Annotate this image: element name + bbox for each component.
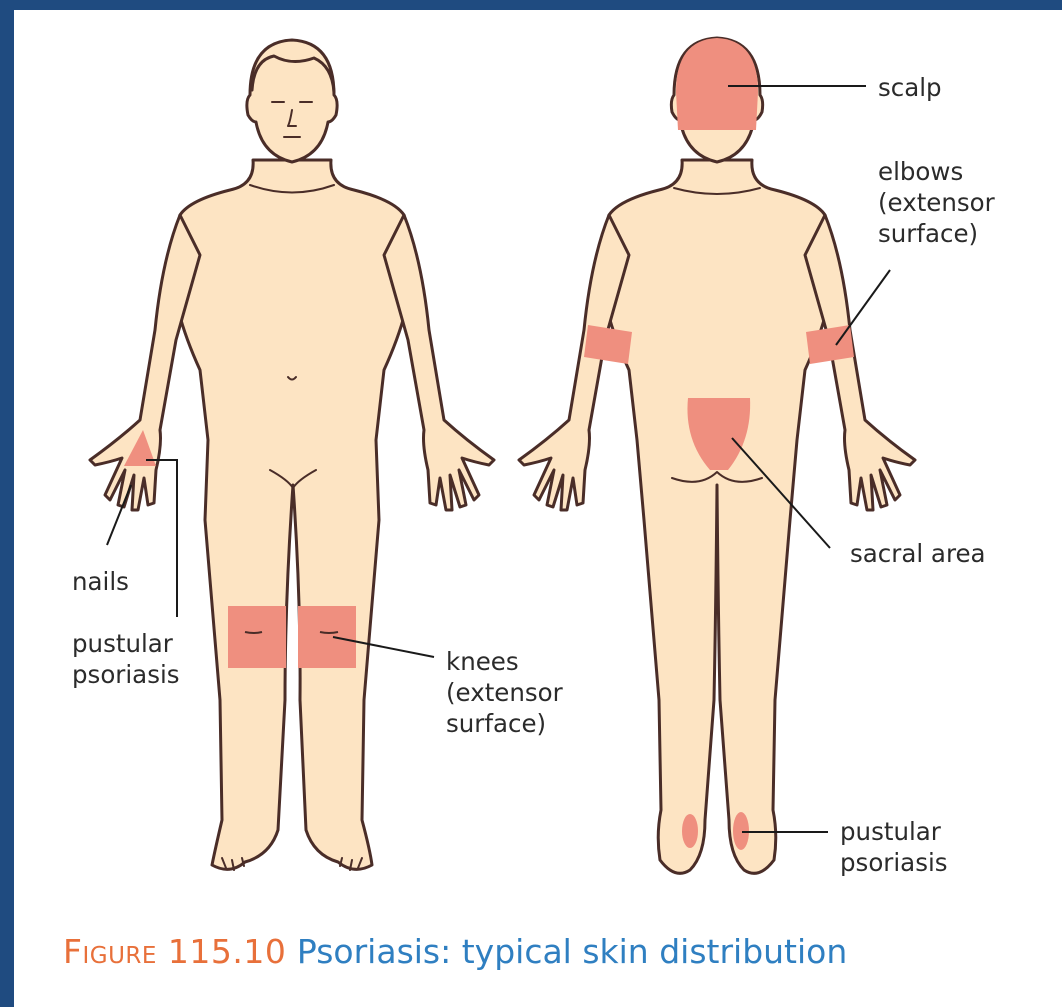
figure-caption: Figure 115.10 Psoriasis: typical skin di… bbox=[63, 932, 847, 972]
lesion-left-heel bbox=[682, 814, 698, 848]
front-head bbox=[247, 40, 337, 162]
label-nails: nails bbox=[72, 566, 129, 597]
back-left-arm bbox=[519, 215, 629, 510]
label-knees: knees (extensor surface) bbox=[446, 646, 563, 739]
lesion-left-knee bbox=[228, 606, 286, 668]
back-right-arm bbox=[805, 215, 915, 510]
label-elbows: elbows (extensor surface) bbox=[878, 156, 995, 249]
figure-title: Psoriasis: typical skin distribution bbox=[297, 932, 847, 971]
figure-panel: scalp elbows (extensor surface) sacral a… bbox=[14, 10, 1062, 1007]
label-hand-pustular-psoriasis: pustular psoriasis bbox=[72, 628, 180, 690]
figure-number: Figure 115.10 bbox=[63, 932, 286, 971]
label-scalp: scalp bbox=[878, 72, 942, 103]
front-right-arm bbox=[384, 215, 494, 510]
front-torso-legs bbox=[172, 160, 413, 869]
lesion-scalp bbox=[676, 38, 758, 130]
back-torso-legs bbox=[601, 160, 834, 873]
lesion-right-knee bbox=[298, 606, 356, 668]
label-sacral-area: sacral area bbox=[850, 538, 986, 569]
label-feet-pustular-psoriasis: pustular psoriasis bbox=[840, 816, 948, 878]
